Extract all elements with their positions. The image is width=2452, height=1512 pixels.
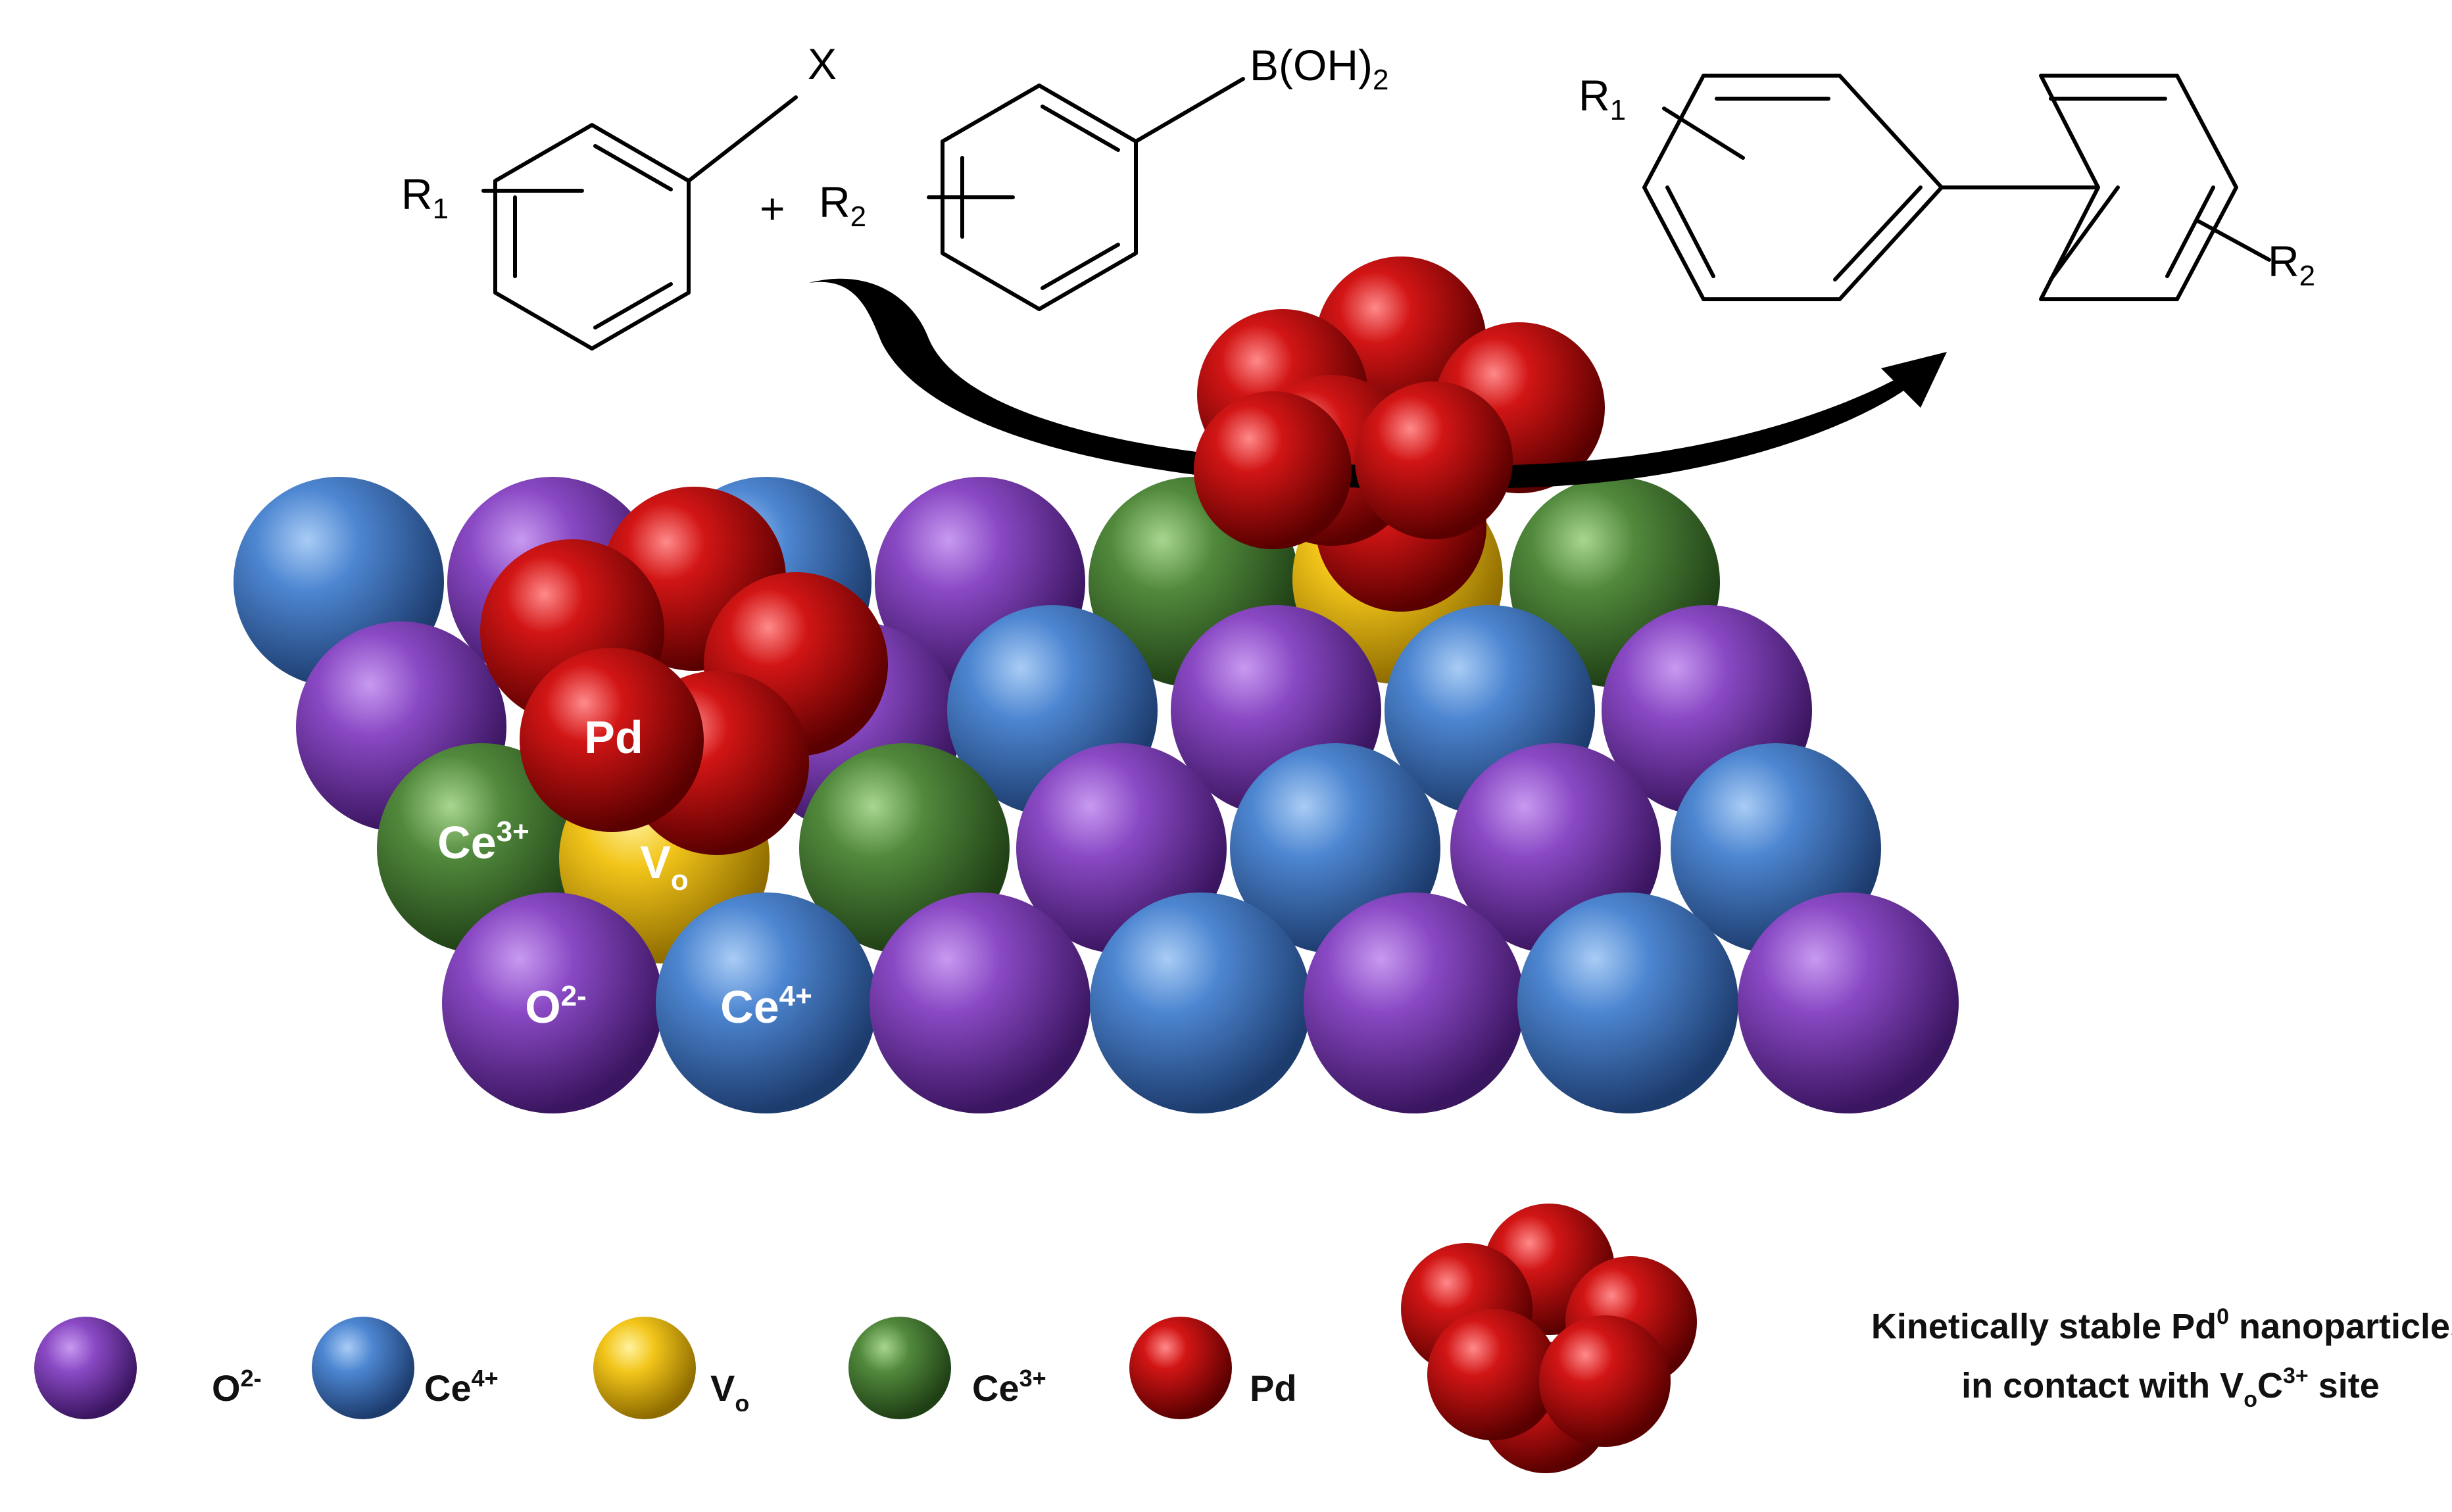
- legend-pd-cluster: [1401, 1204, 1697, 1473]
- red-legend-swatch: [1129, 1317, 1232, 1419]
- aryl-halide-substituent: R1: [401, 170, 449, 225]
- ceria-surface-front: [442, 892, 1959, 1113]
- legend-label-ce3: Ce3+: [972, 1365, 1046, 1409]
- pd-atom: [1539, 1315, 1671, 1447]
- vacancy-label: Vo: [640, 837, 689, 896]
- blue-atom-front: [1090, 892, 1311, 1113]
- reaction-arrow: [809, 278, 1947, 489]
- caption-line-1: Kinetically stable Pd0 nanoparticles: [1871, 1304, 2452, 1346]
- purple-legend-swatch: [34, 1317, 137, 1419]
- pd-atom: [1194, 391, 1352, 549]
- ce3-label: Ce3+: [437, 816, 529, 868]
- boronic-acid-substituent: R2: [819, 178, 866, 233]
- leaving-group-x: X: [808, 39, 837, 88]
- reaction-scheme: X R1 + B(OH)2 R2 R1 R2: [401, 39, 2315, 351]
- ceria-surface: [233, 474, 1881, 963]
- yellow-legend-swatch: [593, 1317, 696, 1419]
- legend-label-ce4: Ce4+: [424, 1365, 499, 1409]
- aryl-halide-ring: [481, 95, 798, 351]
- caption-line-2: in contact with VoC3+ site: [1961, 1363, 2380, 1412]
- blue-atom-front: [656, 892, 877, 1113]
- ce4-label: Ce4+: [720, 980, 812, 1033]
- legend-label-vo: Vo: [710, 1367, 749, 1417]
- pd-label: Pd: [584, 712, 643, 763]
- legend-label-o2: O2-: [212, 1365, 262, 1409]
- pd-atom: [520, 648, 704, 832]
- legend: O2- Ce4+ Vo Ce3+ Pd Kinetically stable P…: [34, 1204, 2452, 1473]
- blue-atom-front: [1517, 892, 1738, 1113]
- blue-legend-swatch: [312, 1317, 414, 1419]
- purple-atom-front: [1738, 892, 1959, 1113]
- legend-label-pd: Pd: [1250, 1367, 1297, 1409]
- o2-label: O2-: [525, 980, 587, 1033]
- product-substituent-right: R2: [2268, 237, 2315, 292]
- plus-sign: +: [760, 184, 785, 233]
- green-legend-swatch: [848, 1317, 951, 1419]
- surface-labels: Pd Ce3+ Vo O2- Ce4+: [437, 712, 812, 1033]
- purple-atom-front: [870, 892, 1091, 1113]
- pd-atom: [1427, 1309, 1559, 1440]
- purple-atom-front: [1304, 892, 1525, 1113]
- boronic-acid-ring: [927, 77, 1245, 311]
- pd-cluster-left: [480, 487, 888, 855]
- legend-swatches: [34, 1317, 1232, 1419]
- purple-atom-front: [442, 892, 663, 1113]
- pd-atom: [1355, 381, 1513, 539]
- product-substituent-left: R1: [1579, 71, 1626, 126]
- product-biphenyl: [1642, 74, 2271, 301]
- boronic-acid-group: B(OH)2: [1250, 41, 1388, 96]
- pd-cluster-top-front: [1194, 381, 1513, 549]
